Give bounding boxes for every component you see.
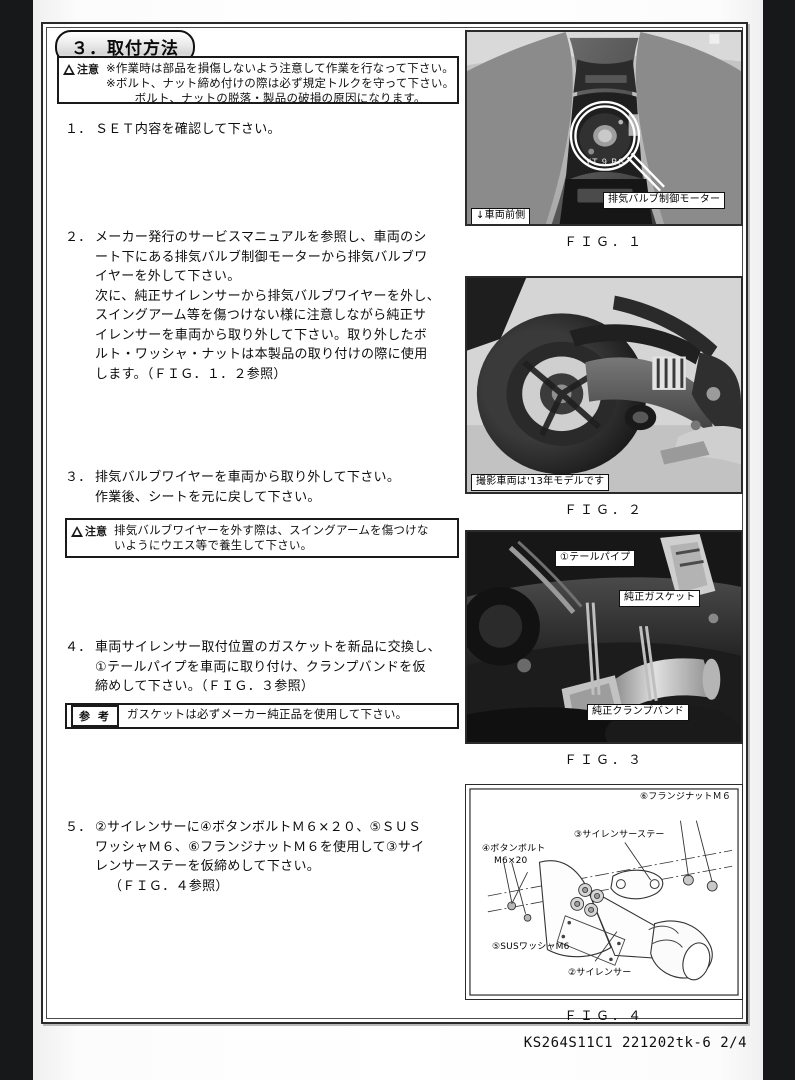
step-line: 車両サイレンサー取付位置のガスケットを新品に交換し、 — [95, 640, 441, 655]
figure-1: YT 9 BS 排気バルブ制御モーター ↓車両前側 ＦＩＧ．１ — [465, 30, 743, 250]
caution-tag: 注意 — [59, 58, 104, 77]
step-line: ①テールパイプを車両に取り付け、クランプバンドを仮 — [95, 659, 426, 675]
caution-tag: 注意 — [67, 520, 112, 539]
step-2-body: メーカー発行のサービスマニュアルを参照し、車両のシ ート下にある排気バルブ制御モ… — [95, 228, 485, 384]
step-line: スイングアーム等を傷つけない様に注意しながら純正サ — [95, 308, 427, 323]
figure-3-photo: ①テールパイプ 純正ガスケット 純正クランプバンド — [465, 530, 743, 744]
warning-triangle-icon — [71, 525, 83, 537]
step-2: ２． メーカー発行のサービスマニュアルを参照し、車両のシ ート下にある排気バルブ… — [65, 228, 485, 384]
step-5-number: ５． — [65, 820, 92, 835]
caution-line: 排気バルブワイヤーを外す際は、スイングアームを傷つけな — [114, 523, 429, 537]
caution-line: ※ボルト、ナット締め付けの際は必ず規定トルクを守って下さい。 — [106, 76, 455, 91]
step-line: ート下にある排気バルブ制御モーターから排気バルブワ — [95, 249, 428, 265]
caution-tag-label: 注意 — [85, 525, 107, 538]
figure-2: 撮影車両は'13年モデルです ＦＩＧ．２ — [465, 276, 743, 518]
step-line: イヤーを外して下さい。 — [95, 269, 241, 284]
step-5: ５． ②サイレンサーに④ボタンボルトＭ６×２０、⑤ＳＵＳ ワッシャＭ６、⑥フラン… — [65, 818, 485, 896]
figure-4-callout-sus-washer: ⑤SUSワッシャM6 — [492, 942, 570, 952]
step-line: イレンサーを車両から取り外して下さい。取り外したボ — [95, 327, 428, 343]
step-line: 排気バルブワイヤーを車両から取り外して下さい。 — [95, 470, 401, 485]
step-5-body: ②サイレンサーに④ボタンボルトＭ６×２０、⑤ＳＵＳ ワッシャＭ６、⑥フランジナッ… — [95, 818, 485, 896]
figure-4-callout-flange-nut: ⑥フランジナットＭ６ — [640, 792, 732, 802]
step4-reference-box: 参 考 ガスケットは必ずメーカー純正品を使用して下さい。 — [65, 703, 459, 729]
figure-4-callout-silencer: ②サイレンサー — [568, 968, 632, 978]
figure-4-callout-silencer-stay: ③サイレンサーステー — [574, 830, 665, 840]
figure-4-diagram: ⑥フランジナットＭ６ ③サイレンサーステー ④ボタンボルト M6×20 ⑤SUS… — [465, 784, 743, 1000]
figure-2-callout-model-note: 撮影車両は'13年モデルです — [471, 474, 610, 491]
step3-caution-box: 注意 排気バルブワイヤーを外す際は、スイングアームを傷つけな いようにウエス等で… — [65, 518, 459, 558]
step-line: （ＦＩＧ．４参照） — [109, 878, 229, 894]
step-2-number: ２． — [65, 230, 92, 245]
step3-caution-text: 排気バルブワイヤーを外す際は、スイングアームを傷つけな いようにウエス等で養生し… — [112, 520, 457, 557]
caution-line: いようにウエス等で養生して下さい。 — [114, 538, 313, 553]
step-1: １． ＳＥＴ内容を確認して下さい。 — [65, 120, 465, 140]
figure-2-photo: 撮影車両は'13年モデルです — [465, 276, 743, 494]
step-line: 作業後、シートを元に戻して下さい。 — [95, 489, 321, 505]
step-3: ３． 排気バルブワイヤーを車両から取り外して下さい。 作業後、シートを元に戻して… — [65, 468, 485, 507]
step-4-number: ４． — [65, 640, 92, 655]
step-line: レンサーステーを仮締めして下さい。 — [95, 859, 321, 874]
warning-triangle-icon — [63, 63, 75, 75]
caution-line: ※作業時は部品を損傷しないよう注意して作業を行なって下さい。 — [106, 61, 454, 75]
step4-reference-text: ガスケットは必ずメーカー純正品を使用して下さい。 — [125, 706, 457, 726]
document-content: ３．取付方法 注意 ※作業時は部品を損傷しないよう注意して作業を行なって下さい。… — [47, 28, 743, 1024]
figure-3-caption: ＦＩＧ．３ — [563, 753, 644, 768]
step-line: メーカー発行のサービスマニュアルを参照し、車両のシ — [95, 230, 427, 245]
figure-1-caption: ＦＩＧ．１ — [563, 235, 644, 250]
figure-1-image: YT 9 BS — [467, 32, 741, 224]
step-3-number: ３． — [65, 470, 92, 485]
reference-tag: 参 考 — [71, 705, 119, 727]
svg-text:YT 9 BS: YT 9 BS — [585, 157, 625, 167]
caution-tag-label: 注意 — [77, 63, 99, 76]
step-line: ルト・ワッシャ・ナットは本製品の取り付けの際に使用 — [95, 347, 428, 362]
step-4: ４． 車両サイレンサー取付位置のガスケットを新品に交換し、 ①テールパイプを車両… — [65, 638, 485, 697]
figure-4-caption: ＦＩＧ．４ — [563, 1009, 644, 1024]
figure-3-callout-tailpipe: ①テールパイプ — [555, 550, 636, 567]
figure-4-callout-button-bolt: ④ボタンボルト — [482, 844, 546, 854]
step-1-number: １． — [65, 122, 92, 137]
step-line: ＳＥＴ内容を確認して下さい。 — [95, 122, 281, 137]
figure-3-callout-clamp-band: 純正クランプバンド — [587, 704, 689, 721]
figure-3: ①テールパイプ 純正ガスケット 純正クランプバンド ＦＩＧ．３ — [465, 530, 743, 768]
reference-line: ガスケットは必ずメーカー純正品を使用して下さい。 — [126, 706, 408, 721]
step-line: 締めして下さい。（ＦＩＧ．３参照） — [95, 679, 315, 694]
step-line: 次に、純正サイレンサーから排気バルブワイヤーを外し、 — [95, 288, 441, 304]
footer-document-code: KS264S11C1 221202tk-6 2/4 — [523, 1035, 747, 1051]
figure-3-callout-gasket: 純正ガスケット — [619, 590, 701, 607]
figure-4: ⑥フランジナットＭ６ ③サイレンサーステー ④ボタンボルト M6×20 ⑤SUS… — [465, 784, 743, 1024]
step-line: します。（ＦＩＧ．１．２参照） — [95, 366, 287, 382]
caution-line: ボルト、ナットの脱落・製品の破損の原因になります。 — [134, 91, 426, 106]
figure-1-callout-motor: 排気バルブ制御モーター — [603, 192, 726, 209]
figure-2-caption: ＦＩＧ．２ — [563, 503, 644, 518]
top-caution-text: ※作業時は部品を損傷しないよう注意して作業を行なって下さい。 ※ボルト、ナット締… — [104, 58, 460, 111]
figure-4-image — [466, 785, 742, 999]
figure-4-callout-bolt-size: M6×20 — [494, 856, 528, 866]
figure-1-photo: YT 9 BS 排気バルブ制御モーター ↓車両前側 — [465, 30, 743, 226]
step-4-body: 車両サイレンサー取付位置のガスケットを新品に交換し、 ①テールパイプを車両に取り… — [95, 638, 485, 697]
step-1-body: ＳＥＴ内容を確認して下さい。 — [95, 120, 465, 140]
figure-2-image — [467, 278, 741, 492]
top-caution-box: 注意 ※作業時は部品を損傷しないよう注意して作業を行なって下さい。 ※ボルト、ナ… — [57, 56, 459, 105]
figure-1-callout-front: ↓車両前側 — [471, 208, 531, 224]
step-line: ワッシャＭ６、⑥フランジナットＭ６を使用して③サイ — [95, 839, 425, 855]
step-line: ②サイレンサーに④ボタンボルトＭ６×２０、⑤ＳＵＳ — [95, 820, 422, 835]
step-3-body: 排気バルブワイヤーを車両から取り外して下さい。 作業後、シートを元に戻して下さい… — [95, 468, 485, 507]
